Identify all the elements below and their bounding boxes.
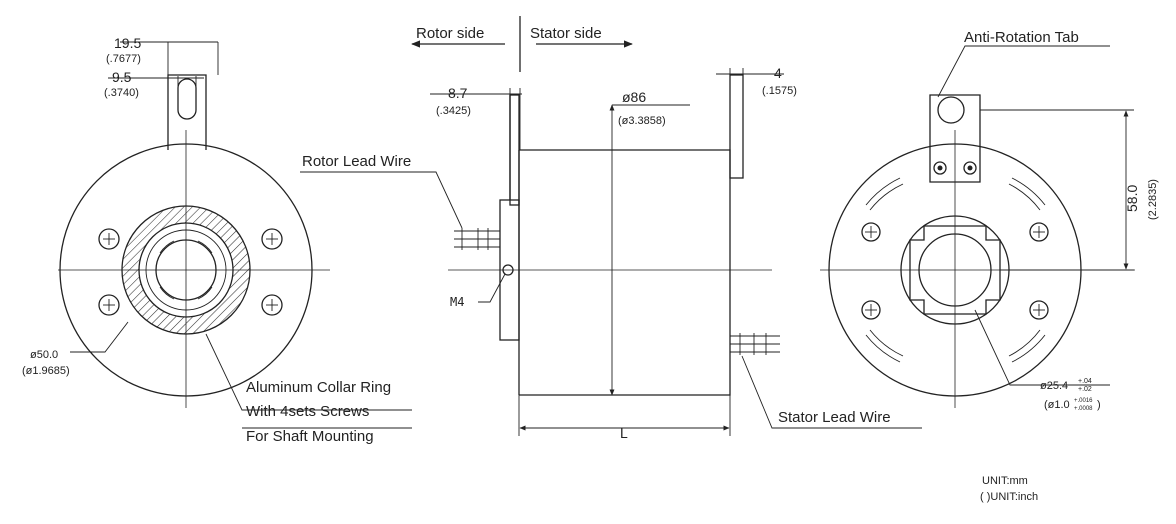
flange-thk-in: (.3425)	[436, 105, 471, 117]
bore-dia-in: (ø1.0	[1044, 399, 1070, 411]
dim-9-5-mm: 9.5	[112, 69, 132, 85]
bore-close: )	[1097, 399, 1101, 411]
length-l: L	[620, 425, 628, 441]
screw-icon	[1029, 222, 1049, 242]
tab-screw-icon	[933, 161, 947, 175]
screw-icon	[98, 228, 120, 250]
dim-19-5-in: (.7677)	[106, 53, 141, 65]
rotor-side-label: Rotor side	[416, 25, 484, 42]
screw-icon	[261, 294, 283, 316]
side-indicator: Rotor side Stator side	[411, 16, 633, 72]
bore-dia-mm: ø25.4	[1040, 380, 1068, 392]
tab-thk-in: (.1575)	[762, 85, 797, 97]
body-dia-mm: ø86	[622, 89, 646, 105]
collar-dia-mm: ø50.0	[30, 349, 58, 361]
screw-icon	[98, 294, 120, 316]
tab-height-mm: 58.0	[1124, 185, 1140, 212]
body-dia-in: (ø3.3858)	[618, 115, 666, 127]
collar-note-2: With 4sets Screws	[246, 403, 369, 420]
side-view: M4 Rotor Lead Wire Stator Lead Wire 8.7	[300, 65, 922, 441]
stator-side-label: Stator side	[530, 25, 602, 42]
collar-note-3: For Shaft Mounting	[246, 428, 374, 445]
dim-19-5-mm: 19.5	[114, 35, 141, 51]
unit-mm: UNIT:mm	[982, 475, 1028, 487]
slot-icon	[865, 177, 1046, 363]
bore-tol-mm-lower: +.02	[1078, 386, 1092, 393]
screw-icon	[261, 228, 283, 250]
rotor-lead-wire-label: Rotor Lead Wire	[302, 153, 411, 170]
thread-m4: M4	[450, 295, 464, 309]
anti-rotation-tab-label: Anti-Rotation Tab	[964, 29, 1079, 46]
bore-tol-in-upper: +.0016	[1074, 398, 1093, 404]
collar-dia-in: (ø1.9685)	[22, 365, 70, 377]
stator-end-view: Anti-Rotation Tab	[820, 29, 1159, 412]
tab-screw-icon	[963, 161, 977, 175]
screw-icon	[861, 222, 881, 242]
tab-height-in: (2.2835)	[1147, 179, 1159, 220]
tab-thk-mm: 4	[774, 65, 782, 81]
rotor-end-view: 19.5 (.7677) 9.5 (.3740)	[22, 35, 412, 445]
bore-tol-in-lower: +.0008	[1074, 406, 1093, 412]
stator-lead-wire-label: Stator Lead Wire	[778, 409, 891, 426]
dim-9-5-in: (.3740)	[104, 87, 139, 99]
flange-thk-mm: 8.7	[448, 85, 468, 101]
screw-icon	[1029, 300, 1049, 320]
unit-legend: UNIT:mm ( )UNIT:inch	[980, 475, 1038, 503]
bore-tol-mm-upper: +.04	[1078, 378, 1092, 385]
stator-wires	[730, 333, 780, 355]
unit-inch: ( )UNIT:inch	[980, 491, 1038, 503]
rotor-wires	[454, 228, 500, 250]
screw-icon	[861, 300, 881, 320]
collar-note-1: Aluminum Collar Ring	[246, 379, 391, 396]
